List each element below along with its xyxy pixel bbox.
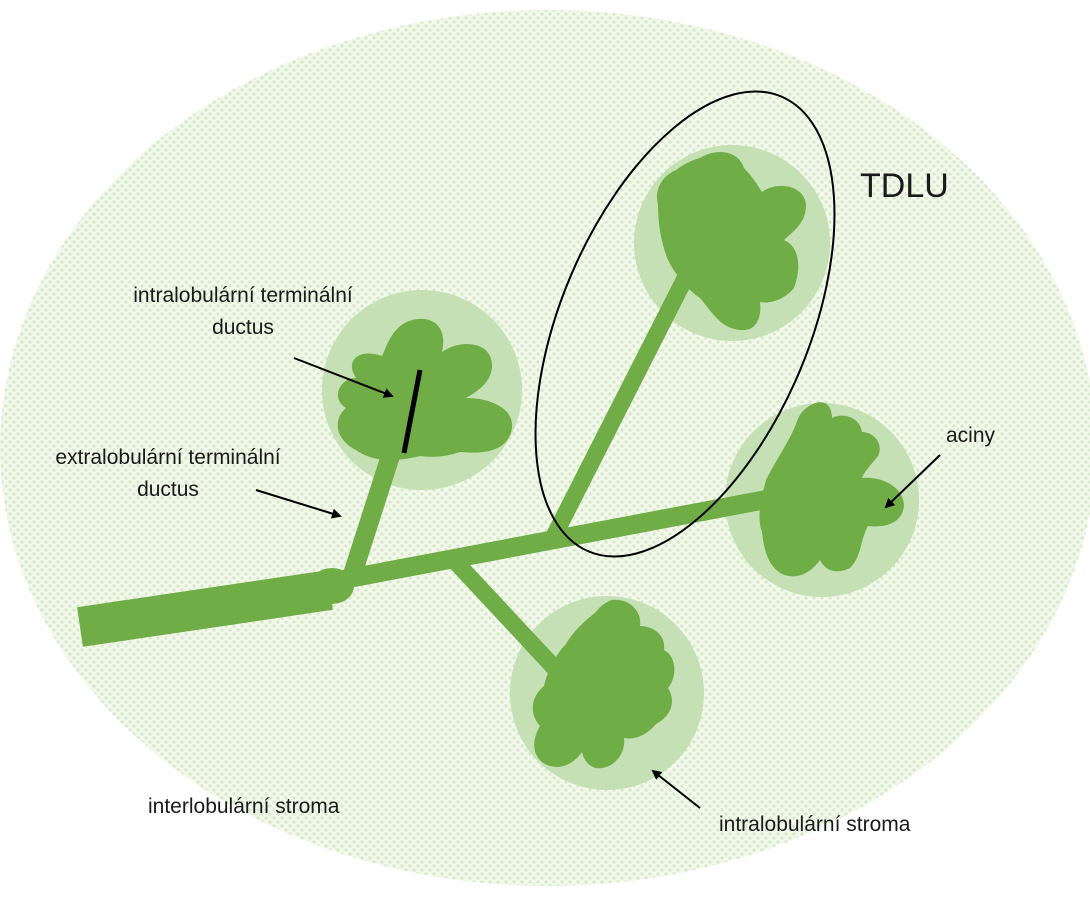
label-tdlu: TDLU xyxy=(860,167,949,205)
intralobular-duct-marker xyxy=(401,369,423,454)
arrow-intralobular-ductus xyxy=(293,357,394,398)
arrow-extralobular-ductus xyxy=(255,489,342,519)
label-aciny: aciny xyxy=(946,424,996,447)
label-intralobular-ductus-line1: intralobulární terminální xyxy=(133,284,353,307)
label-interlobular-stroma: interlobulární stroma xyxy=(148,795,340,818)
label-extralobular-ductus-line1: extralobulární terminální xyxy=(55,446,280,469)
label-extralobular-ductus-line2: ductus xyxy=(137,478,199,501)
acini-left xyxy=(337,318,513,460)
label-intralobular-ductus-line2: ductus xyxy=(212,316,274,339)
main-duct xyxy=(77,570,333,647)
label-intralobular-stroma: intralobulární stroma xyxy=(719,813,911,836)
arrow-aciny xyxy=(884,454,941,509)
tdlu-outline xyxy=(534,90,836,558)
acini-top xyxy=(656,152,806,331)
acini-right xyxy=(759,402,904,577)
extralobular-duct-top xyxy=(544,241,710,544)
acini-bottom xyxy=(532,599,675,769)
arrow-intralobular-stroma xyxy=(651,769,701,809)
duct-junction xyxy=(310,568,354,604)
